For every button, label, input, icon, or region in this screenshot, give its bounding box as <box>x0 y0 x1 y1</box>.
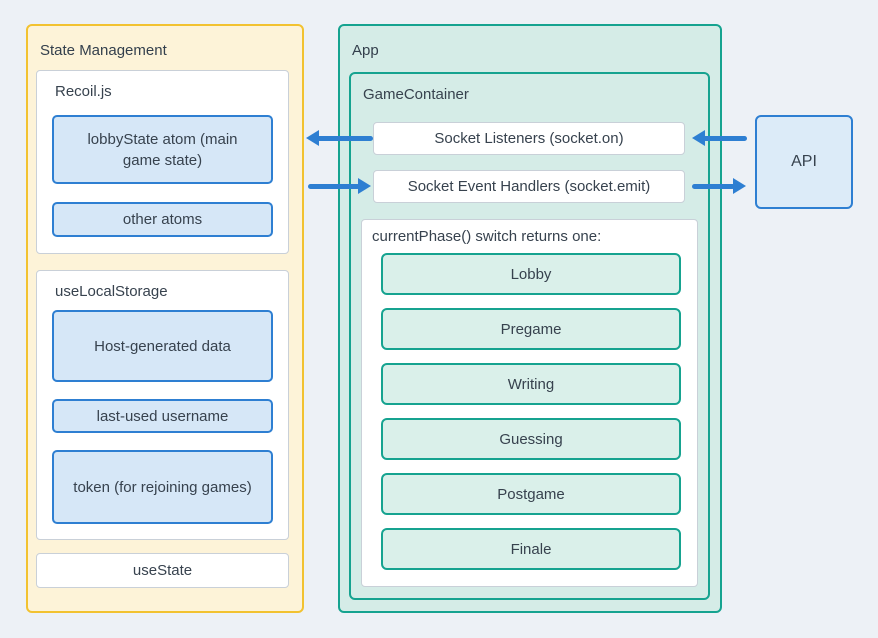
arrowhead-right-icon <box>358 178 371 194</box>
app-group: App GameContainer Socket Listeners (sock… <box>338 24 722 613</box>
api-node: API <box>755 115 853 209</box>
usestate-box: useState <box>36 553 289 588</box>
phase-writing: Writing <box>381 363 681 405</box>
arrow-handlers-to-api-icon <box>692 178 746 194</box>
arrow-listeners-to-state-icon <box>306 130 373 146</box>
host-generated-data-node: Host-generated data <box>52 310 273 382</box>
arrow-shaft <box>692 183 735 189</box>
lobbystate-atom-node: lobbyState atom (main game state) <box>52 115 273 184</box>
arrowhead-left-icon <box>692 130 705 146</box>
arrow-shaft <box>308 183 360 189</box>
phase-lobby: Lobby <box>381 253 681 295</box>
phase-postgame: Postgame <box>381 473 681 515</box>
state-management-title: State Management <box>40 42 167 59</box>
uselocalstorage-box: useLocalStorage Host-generated data last… <box>36 270 289 540</box>
phase-finale: Finale <box>381 528 681 570</box>
game-container-title: GameContainer <box>363 86 469 103</box>
uselocalstorage-title: useLocalStorage <box>55 283 168 300</box>
state-management-group: State Management Recoil.js lobbyState at… <box>26 24 304 613</box>
phase-pregame: Pregame <box>381 308 681 350</box>
last-used-username-node: last-used username <box>52 399 273 433</box>
arrow-state-to-handlers-icon <box>308 178 371 194</box>
phase-guessing: Guessing <box>381 418 681 460</box>
current-phase-switch-box: currentPhase() switch returns one: Lobby… <box>361 219 698 587</box>
recoil-box: Recoil.js lobbyState atom (main game sta… <box>36 70 289 254</box>
recoil-title: Recoil.js <box>55 83 112 100</box>
arrow-shaft <box>703 135 747 141</box>
other-atoms-node: other atoms <box>52 202 273 237</box>
socket-listeners-node: Socket Listeners (socket.on) <box>373 122 685 155</box>
game-container-box: GameContainer Socket Listeners (socket.o… <box>349 72 710 600</box>
current-phase-switch-title: currentPhase() switch returns one: <box>372 228 602 245</box>
app-title: App <box>352 42 379 59</box>
arrow-shaft <box>317 135 373 141</box>
arrow-api-to-listeners-icon <box>692 130 747 146</box>
token-node: token (for rejoining games) <box>52 450 273 524</box>
socket-event-handlers-node: Socket Event Handlers (socket.emit) <box>373 170 685 203</box>
arrowhead-right-icon <box>733 178 746 194</box>
arrowhead-left-icon <box>306 130 319 146</box>
